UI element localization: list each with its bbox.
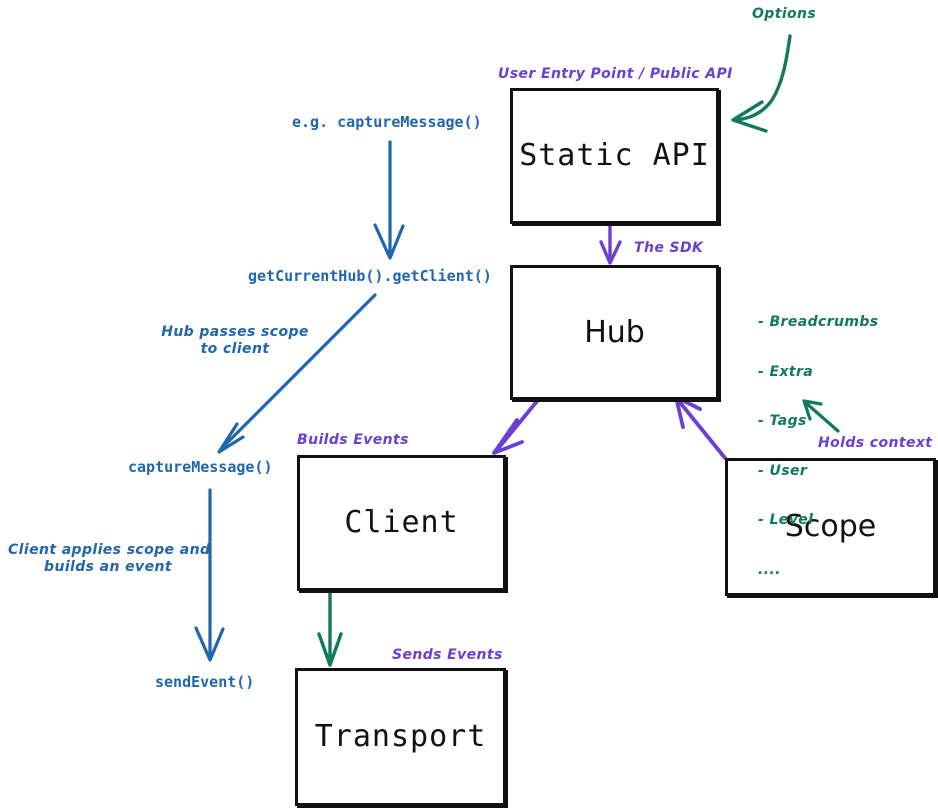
scope-context-list: - Breadcrumbs - Extra - Tags - User - Le… <box>758 281 879 611</box>
edge-options-to-static-api <box>731 34 792 133</box>
annotation-send-event: sendEvent() <box>155 673 255 691</box>
edge-capture-to-getclient <box>373 140 405 260</box>
annotation-get-current-hub: getCurrentHub().getClient() <box>248 267 492 285</box>
edge-getclient-to-capture <box>217 293 377 454</box>
annotation-holds-context: Holds context <box>818 435 933 451</box>
annotation-options: Options <box>752 6 817 22</box>
node-transport[interactable]: Transport <box>295 668 506 806</box>
node-client[interactable]: Client <box>297 455 506 591</box>
node-static-api[interactable]: Static API <box>510 88 719 224</box>
node-hub[interactable]: Hub <box>510 265 719 400</box>
annotation-hub-passes-scope: Hub passes scope to client <box>161 324 309 357</box>
scope-context-item: .... <box>758 561 781 578</box>
annotation-sends-events: Sends Events <box>392 647 503 663</box>
annotation-capture-message: captureMessage() <box>128 458 273 476</box>
annotation-the-sdk: The SDK <box>634 240 704 256</box>
scope-context-item: - Tags <box>758 413 807 430</box>
node-scope-label: Scope <box>784 509 877 544</box>
scope-context-item: - User <box>758 462 808 479</box>
node-static-api-label: Static API <box>519 138 710 173</box>
annotation-user-entry-point: User Entry Point / Public API <box>498 66 733 82</box>
node-transport-label: Transport <box>314 719 487 754</box>
node-client-label: Client <box>344 505 459 540</box>
edge-hub-to-client <box>492 398 540 455</box>
annotation-client-applies-scope: Client applies scope and builds an event <box>8 542 211 575</box>
edge-client-to-transport <box>317 586 343 667</box>
annotation-builds-events: Builds Events <box>297 432 409 448</box>
edge-static-api-to-hub <box>599 218 622 265</box>
scope-context-item: - Level <box>758 512 814 529</box>
edge-scope-to-hub <box>674 395 727 460</box>
scope-context-item: - Breadcrumbs <box>758 314 879 331</box>
node-hub-label: Hub <box>584 314 645 350</box>
scope-context-item: - Extra <box>758 363 814 380</box>
annotation-eg-capture-message: e.g. captureMessage() <box>292 113 482 131</box>
node-scope[interactable]: Scope <box>725 458 936 596</box>
